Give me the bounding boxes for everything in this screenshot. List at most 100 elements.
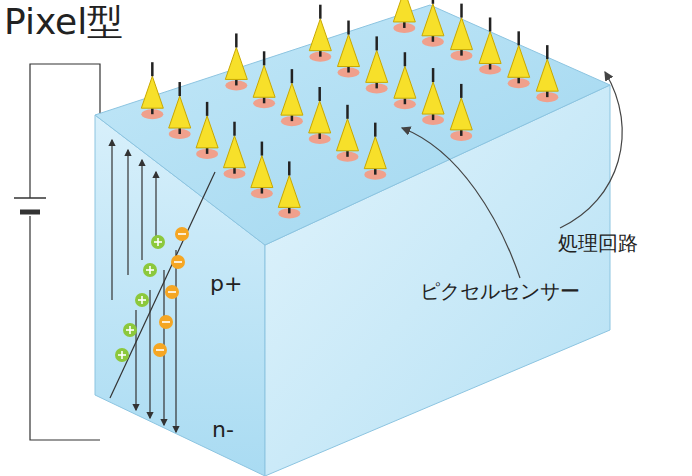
output-lead: [432, 0, 435, 4]
readout-amplifier: [309, 19, 331, 51]
readout-amplifier: [223, 136, 245, 168]
readout-amplifier: [451, 18, 473, 50]
pixel-pad: [364, 170, 386, 180]
battery-circuit: [14, 64, 100, 440]
minus-sign: [162, 321, 170, 323]
readout-amplifier: [450, 98, 472, 130]
hole-charge: [143, 263, 157, 277]
pixel-pad: [393, 23, 415, 33]
pixel-pad: [366, 83, 388, 93]
output-lead: [460, 84, 463, 98]
output-lead: [460, 4, 463, 18]
readout-amplifier: [196, 116, 218, 148]
pixel-pad: [422, 37, 444, 47]
pixel-pad: [336, 152, 358, 162]
pixel-pad: [338, 68, 360, 78]
pixel-pad: [479, 64, 501, 74]
pixel-pad: [450, 131, 472, 141]
pixel-pad: [309, 134, 331, 144]
pixel-pad: [536, 92, 558, 102]
output-lead: [517, 31, 520, 45]
output-lead: [318, 87, 321, 101]
output-lead: [319, 5, 322, 19]
output-lead: [404, 52, 407, 66]
output-lead: [151, 62, 154, 76]
pixel-pad: [278, 208, 300, 218]
plus-sign: [149, 266, 151, 274]
readout-amplifier: [281, 83, 303, 115]
plus-sign: [157, 238, 159, 246]
charge-carriers: [115, 227, 189, 362]
pixel-stem: [206, 148, 209, 154]
part-label: 処理回路: [558, 232, 638, 254]
top-face: [95, 5, 610, 245]
pixel-stem: [291, 115, 294, 121]
readout-amplifier: [479, 31, 501, 63]
output-lead: [546, 45, 549, 59]
readout-amplifier: [309, 101, 331, 133]
output-lead: [235, 33, 238, 47]
output-lead: [375, 36, 378, 50]
hole-charge: [115, 348, 129, 362]
readout-amplifier: [422, 82, 444, 114]
pixel-stem: [288, 207, 291, 213]
pixel-stem: [261, 188, 264, 194]
plus-sign: [129, 326, 131, 334]
minus-sign: [174, 261, 182, 263]
pixel-stem: [263, 97, 266, 103]
plus-sign: [141, 296, 143, 304]
slide-title: Pixel型: [4, 2, 123, 42]
pixel-readout-array: [141, 0, 558, 218]
pixel-pad: [422, 115, 444, 125]
output-lead: [288, 161, 291, 175]
readout-amplifier: [536, 59, 558, 91]
leader-line: [402, 128, 520, 278]
pixel-pad: [141, 109, 163, 119]
output-lead: [261, 142, 264, 156]
readout-amplifier: [278, 175, 300, 207]
pixel-stem: [374, 169, 377, 175]
readout-amplifier: [366, 50, 388, 82]
pixel-pad: [309, 52, 331, 62]
minus-sign: [156, 349, 164, 351]
output-lead: [346, 105, 349, 119]
readout-amplifier: [394, 66, 416, 98]
output-lead: [291, 69, 294, 83]
readout-amplifier: [169, 96, 191, 128]
pixel-pad: [223, 169, 245, 179]
electron-charge: [171, 255, 185, 269]
part-label: ピクセルセンサー: [420, 280, 580, 302]
pixel-stem: [235, 79, 238, 85]
layer-label: n-: [212, 418, 234, 442]
pixel-pad: [251, 189, 273, 199]
pixel-stem: [233, 168, 236, 174]
minus-sign: [168, 291, 176, 293]
pixel-stem: [178, 128, 181, 134]
readout-amplifier: [253, 65, 275, 97]
readout-amplifier: [141, 76, 163, 108]
readout-amplifier: [393, 0, 415, 22]
electron-charge: [159, 315, 173, 329]
readout-amplifier: [251, 156, 273, 188]
output-lead: [263, 51, 266, 65]
plus-sign: [121, 351, 123, 359]
pixel-stem: [404, 98, 407, 104]
readout-amplifier: [364, 137, 386, 169]
pixel-pad: [281, 116, 303, 126]
electron-charge: [153, 343, 167, 357]
electron-charge: [165, 285, 179, 299]
pixel-pad: [253, 98, 275, 108]
pixel-pad: [508, 78, 530, 88]
pixel-pad: [169, 129, 191, 139]
output-lead: [374, 123, 377, 137]
output-lead: [347, 21, 350, 35]
readout-amplifier: [225, 47, 247, 79]
pixel-pad: [394, 99, 416, 109]
pixel-stem: [346, 151, 349, 157]
pixel-stem: [460, 50, 463, 56]
pixel-stem: [460, 130, 463, 136]
readout-amplifier: [338, 35, 360, 67]
pixel-stem: [517, 77, 520, 83]
hole-charge: [123, 323, 137, 337]
readout-amplifier: [508, 45, 530, 77]
